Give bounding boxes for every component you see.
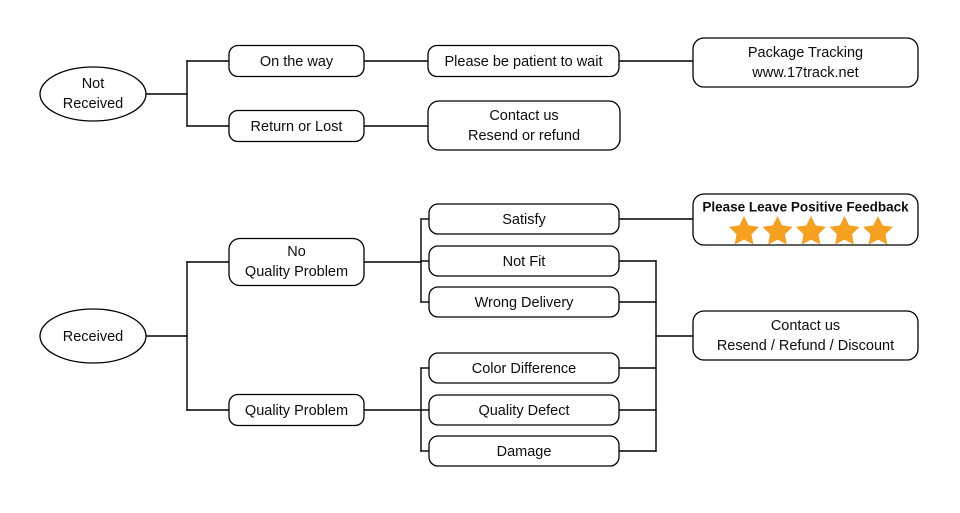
node-quality-problem-label: Quality Problem [245,403,348,419]
star-icon-5[interactable] [863,216,893,245]
node-contact-resend-refund[interactable] [427,100,621,151]
node-received-label: Received [63,329,123,345]
node-not-received-label-line2: Received [63,96,123,112]
node-damage[interactable] [428,435,620,467]
star-icon-4[interactable] [829,216,860,245]
node-satisfy[interactable] [428,203,620,235]
node-please-be-patient-label: Please be patient to wait [445,54,603,70]
node-quality-defect[interactable] [428,394,620,426]
star-icon-2[interactable] [762,216,793,245]
node-contact-resend-refund-discount-label-line1: Contact us [771,318,840,334]
node-color-difference[interactable] [428,352,620,384]
node-package-tracking-label-line1: Package Tracking [748,45,863,61]
node-wrong-delivery-label: Wrong Delivery [475,295,575,311]
node-not-received-label-line1: Not [82,76,105,92]
node-no-quality-problem-label-line1: No [287,244,306,260]
node-color-difference-label: Color Difference [472,361,577,377]
node-not-received[interactable] [39,66,147,122]
node-no-quality-problem[interactable] [228,237,365,287]
star-rating[interactable] [729,216,893,245]
node-contact-resend-refund-discount-label-line2: Resend / Refund / Discount [717,338,894,354]
node-not-fit[interactable] [428,245,620,277]
node-not-fit-label: Not Fit [503,254,546,270]
node-on-the-way[interactable] [228,44,365,78]
node-satisfy-label: Satisfy [502,212,546,228]
node-quality-defect-label: Quality Defect [478,403,569,419]
node-package-tracking[interactable] [692,37,919,88]
node-contact-resend-refund-label-line2: Resend or refund [468,128,580,144]
node-return-or-lost-label: Return or Lost [251,119,343,135]
node-package-tracking-url[interactable]: www.17track.net [751,65,858,81]
node-contact-resend-refund-label-line1: Contact us [489,108,558,124]
node-damage-label: Damage [497,444,552,460]
node-on-the-way-label: On the way [260,54,334,70]
node-please-be-patient[interactable] [427,44,620,78]
node-contact-resend-refund-discount[interactable] [692,310,919,361]
node-quality-problem[interactable] [228,393,365,427]
node-wrong-delivery[interactable] [428,286,620,318]
node-return-or-lost[interactable] [228,109,365,143]
node-received[interactable] [39,308,147,364]
node-no-quality-problem-label-line2: Quality Problem [245,264,348,280]
node-positive-feedback-label: Please Leave Positive Feedback [702,200,909,215]
star-icon-3[interactable] [796,216,826,245]
star-icon-1[interactable] [729,216,759,245]
